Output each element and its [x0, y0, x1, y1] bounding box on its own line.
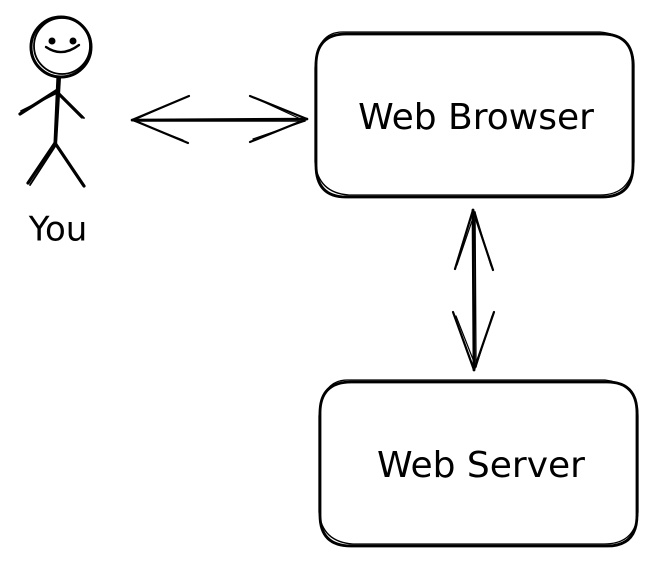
stick-figure-icon — [18, 15, 93, 188]
node-web-server: Web Server — [318, 379, 639, 548]
node-web-browser: Web Browser — [314, 31, 635, 199]
arrow-browser-server — [451, 208, 496, 372]
web-server-label: Web Server — [377, 445, 585, 486]
actor-label: You — [28, 210, 88, 250]
actor-you: You — [18, 15, 93, 250]
web-browser-label: Web Browser — [358, 97, 594, 138]
arrow-you-browser — [130, 94, 309, 145]
